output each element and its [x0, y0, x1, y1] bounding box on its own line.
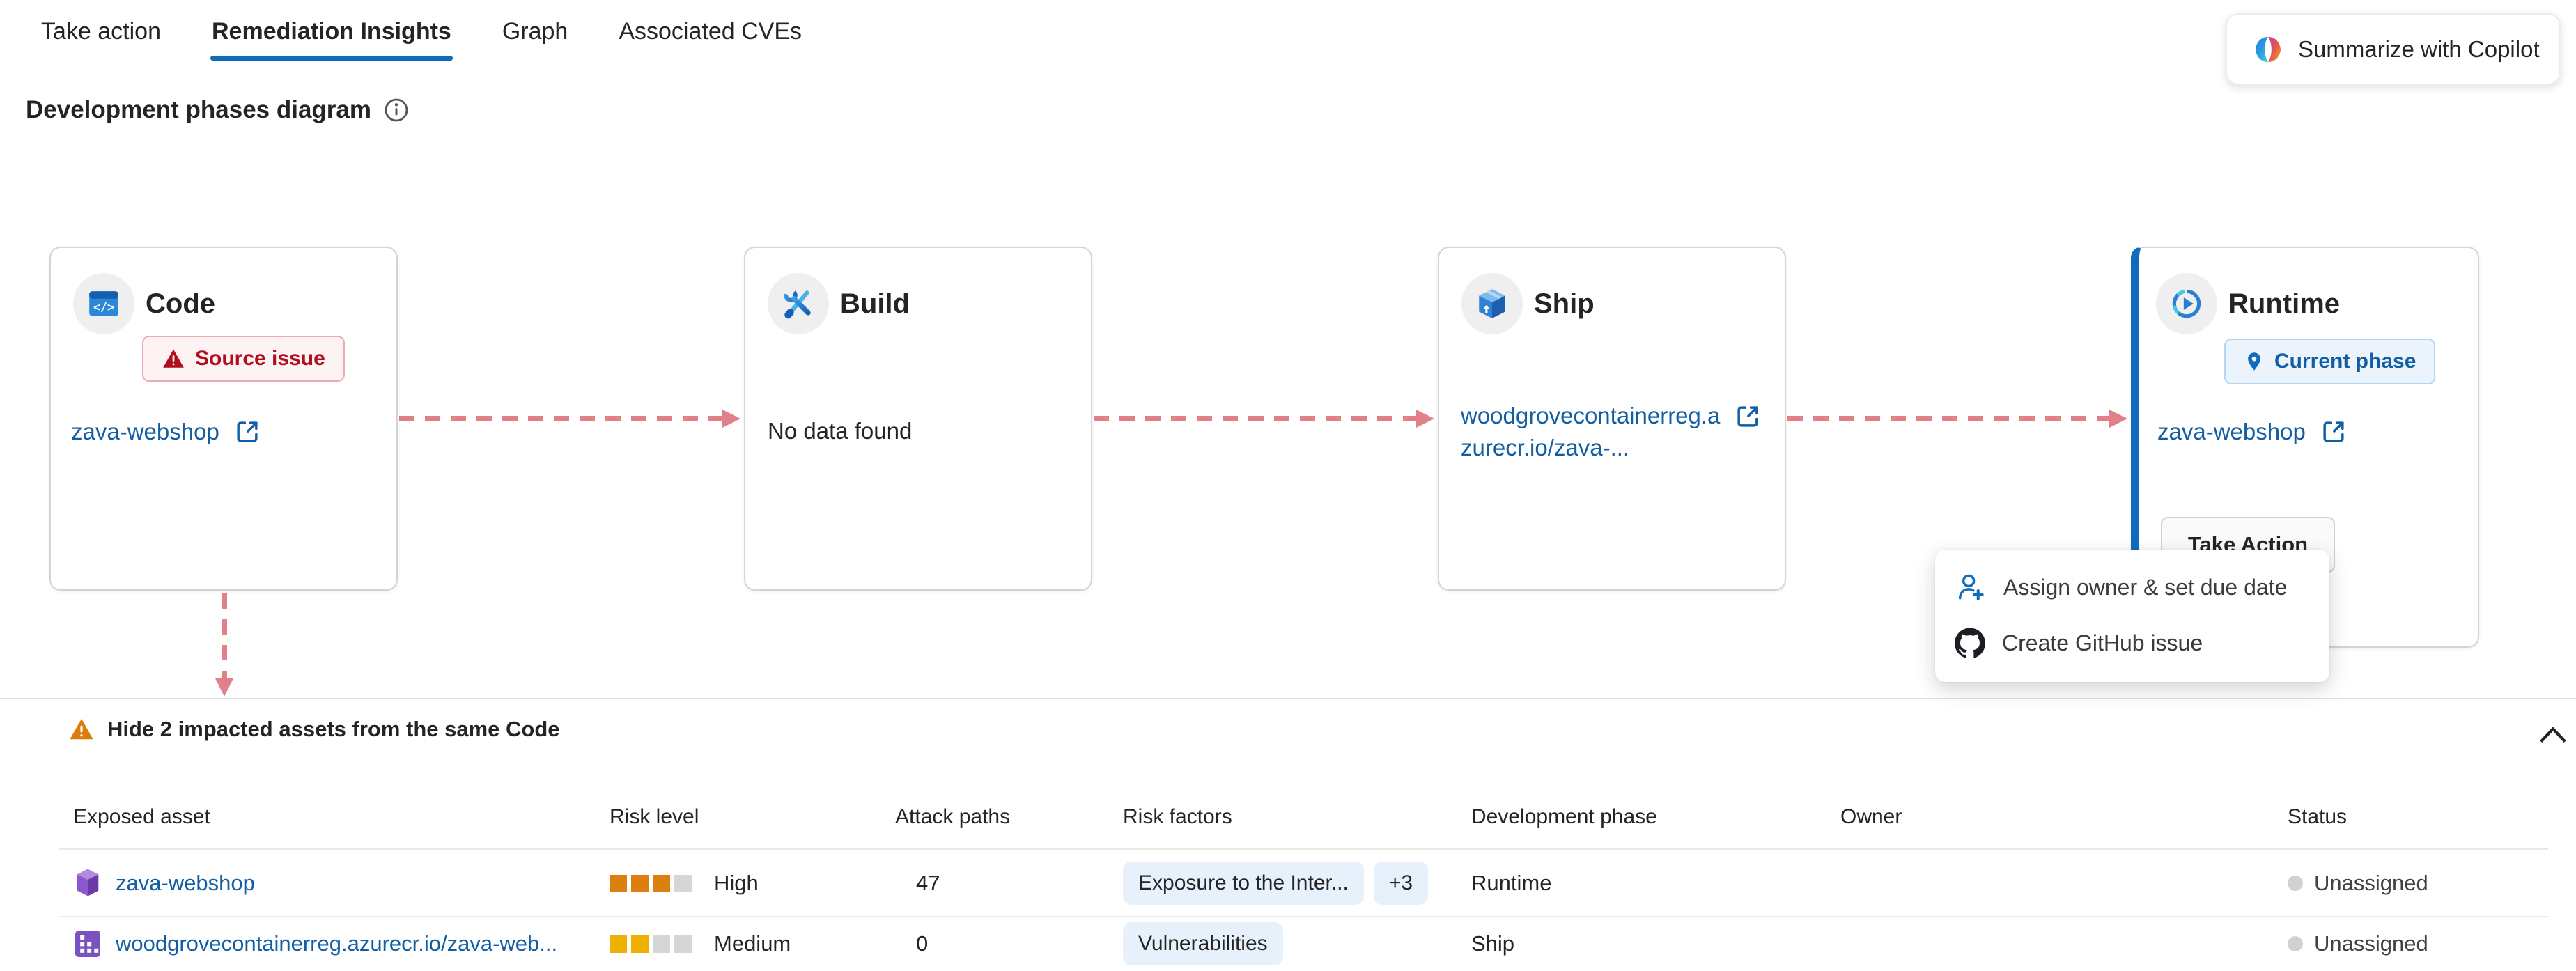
ship-card-title: Ship	[1534, 288, 1595, 319]
code-asset-link-label: zava-webshop	[71, 419, 219, 444]
runtime-asset-link[interactable]: zava-webshop	[2157, 417, 2349, 447]
row-divider	[59, 916, 2548, 917]
table-row[interactable]: zava-webshop High 47 Exposure to the Int…	[0, 850, 2576, 917]
risk-level-label: Medium	[714, 931, 791, 956]
ship-icon	[1461, 273, 1523, 334]
tab-take-action[interactable]: Take action	[41, 18, 161, 45]
phase-card-ship: Ship woodgrovecontainerreg.a zurecr.io/z…	[1438, 247, 1786, 591]
copilot-icon	[2252, 33, 2284, 65]
arrow-code-to-assets	[215, 593, 233, 697]
risk-factor-more-chip[interactable]: +3	[1373, 862, 1429, 905]
runtime-asset-link-label: zava-webshop	[2157, 419, 2306, 444]
info-icon[interactable]	[382, 96, 410, 124]
col-risk-factors: Risk factors	[1123, 805, 1232, 828]
external-link-icon	[232, 417, 263, 447]
col-status: Status	[2288, 805, 2348, 828]
tab-bar: Take action Remediation Insights Graph A…	[40, 0, 803, 66]
arrow-build-to-ship	[1094, 410, 1434, 428]
asset-link[interactable]: zava-webshop	[116, 871, 255, 895]
col-risk-level: Risk level	[610, 805, 699, 828]
phase-card-runtime: Runtime Current phase zava-webshop Take …	[2131, 247, 2479, 648]
ship-asset-link-line1: woodgrovecontainerreg.a	[1461, 403, 1721, 428]
tab-associated-cves[interactable]: Associated CVEs	[619, 18, 802, 45]
github-icon	[1955, 628, 1985, 658]
assets-table-header: Exposed asset Risk level Attack paths Ri…	[0, 786, 2576, 850]
risk-meter	[610, 935, 696, 953]
risk-factor-chip[interactable]: Vulnerabilities	[1123, 922, 1283, 965]
arrow-ship-to-runtime	[1787, 410, 2127, 428]
build-no-data-text: No data found	[768, 418, 913, 444]
code-icon: </>	[73, 273, 134, 334]
risk-meter	[610, 874, 696, 892]
attack-paths-value: 0	[916, 931, 929, 956]
container-registry-icon	[71, 927, 104, 961]
col-exposed-asset: Exposed asset	[73, 805, 210, 828]
tab-remediation-insights[interactable]: Remediation Insights	[210, 0, 453, 66]
menu-item-label: Create GitHub issue	[2002, 630, 2203, 655]
asset-link[interactable]: woodgrovecontainerreg.azurecr.io/zava-we…	[116, 931, 558, 956]
risk-level-label: High	[714, 871, 759, 895]
development-phase-value: Ship	[1471, 931, 1515, 956]
summarize-with-copilot-button[interactable]: Summarize with Copilot	[2226, 13, 2561, 85]
svg-text:</>: </>	[93, 300, 114, 313]
runtime-icon	[2156, 273, 2217, 334]
expander-label: Hide 2 impacted assets from the same Cod…	[107, 717, 560, 741]
status-cell: Unassigned	[2288, 850, 2428, 917]
menu-item-assign-owner[interactable]: Assign owner & set due date	[1935, 559, 2329, 615]
risk-factor-chip[interactable]: Exposure to the Inter...	[1123, 862, 1364, 905]
status-dot	[2288, 876, 2303, 891]
external-link-icon	[1732, 401, 1763, 432]
chevron-up-icon[interactable]	[2537, 723, 2569, 750]
person-add-icon	[1955, 571, 1987, 603]
current-phase-badge: Current phase	[2224, 339, 2436, 384]
table-row[interactable]: woodgrovecontainerreg.azurecr.io/zava-we…	[0, 917, 2576, 971]
development-phase-value: Runtime	[1471, 871, 1552, 895]
impacted-assets-expander[interactable]: Hide 2 impacted assets from the same Cod…	[68, 716, 560, 743]
ship-asset-link[interactable]: woodgrovecontainerreg.a zurecr.io/zava-.…	[1461, 400, 1763, 464]
menu-item-create-github-issue[interactable]: Create GitHub issue	[1935, 615, 2329, 671]
menu-item-label: Assign owner & set due date	[2003, 574, 2288, 600]
ship-asset-link-line2: zurecr.io/zava-...	[1461, 435, 1630, 460]
risk-level-cell: Medium	[610, 917, 791, 971]
webapp-cube-icon	[71, 867, 104, 900]
build-card-title: Build	[840, 288, 910, 319]
copilot-button-label: Summarize with Copilot	[2298, 36, 2540, 62]
status-label: Unassigned	[2314, 871, 2428, 895]
build-icon	[768, 273, 829, 334]
phase-card-code: </> Code Source issue zava-webshop	[49, 247, 398, 591]
source-issue-badge: Source issue	[142, 336, 345, 382]
tab-graph[interactable]: Graph	[502, 18, 568, 45]
status-dot	[2288, 936, 2303, 951]
arrow-code-to-build	[399, 410, 740, 428]
warning-icon	[68, 716, 95, 743]
warning-triangle-icon	[162, 347, 185, 371]
page-title: Development phases diagram	[26, 96, 371, 123]
col-owner: Owner	[1840, 805, 1902, 828]
status-label: Unassigned	[2314, 931, 2428, 956]
section-divider	[0, 698, 2576, 699]
code-asset-link[interactable]: zava-webshop	[71, 417, 263, 447]
take-action-dropdown-menu: Assign owner & set due date Create GitHu…	[1935, 550, 2329, 682]
current-phase-label: Current phase	[2274, 350, 2416, 373]
risk-level-cell: High	[610, 850, 759, 917]
section-heading: Development phases diagram	[26, 96, 410, 124]
col-development-phase: Development phase	[1471, 805, 1657, 828]
phase-card-build: Build No data found	[744, 247, 1092, 591]
runtime-card-title: Runtime	[2228, 288, 2340, 319]
status-cell: Unassigned	[2288, 917, 2428, 971]
col-attack-paths: Attack paths	[895, 805, 1011, 828]
code-card-title: Code	[146, 288, 215, 319]
source-issue-label: Source issue	[195, 347, 325, 370]
attack-paths-value: 47	[916, 871, 940, 895]
external-link-icon	[2318, 417, 2349, 447]
header-divider	[59, 848, 2548, 850]
location-pin-icon	[2244, 351, 2265, 372]
